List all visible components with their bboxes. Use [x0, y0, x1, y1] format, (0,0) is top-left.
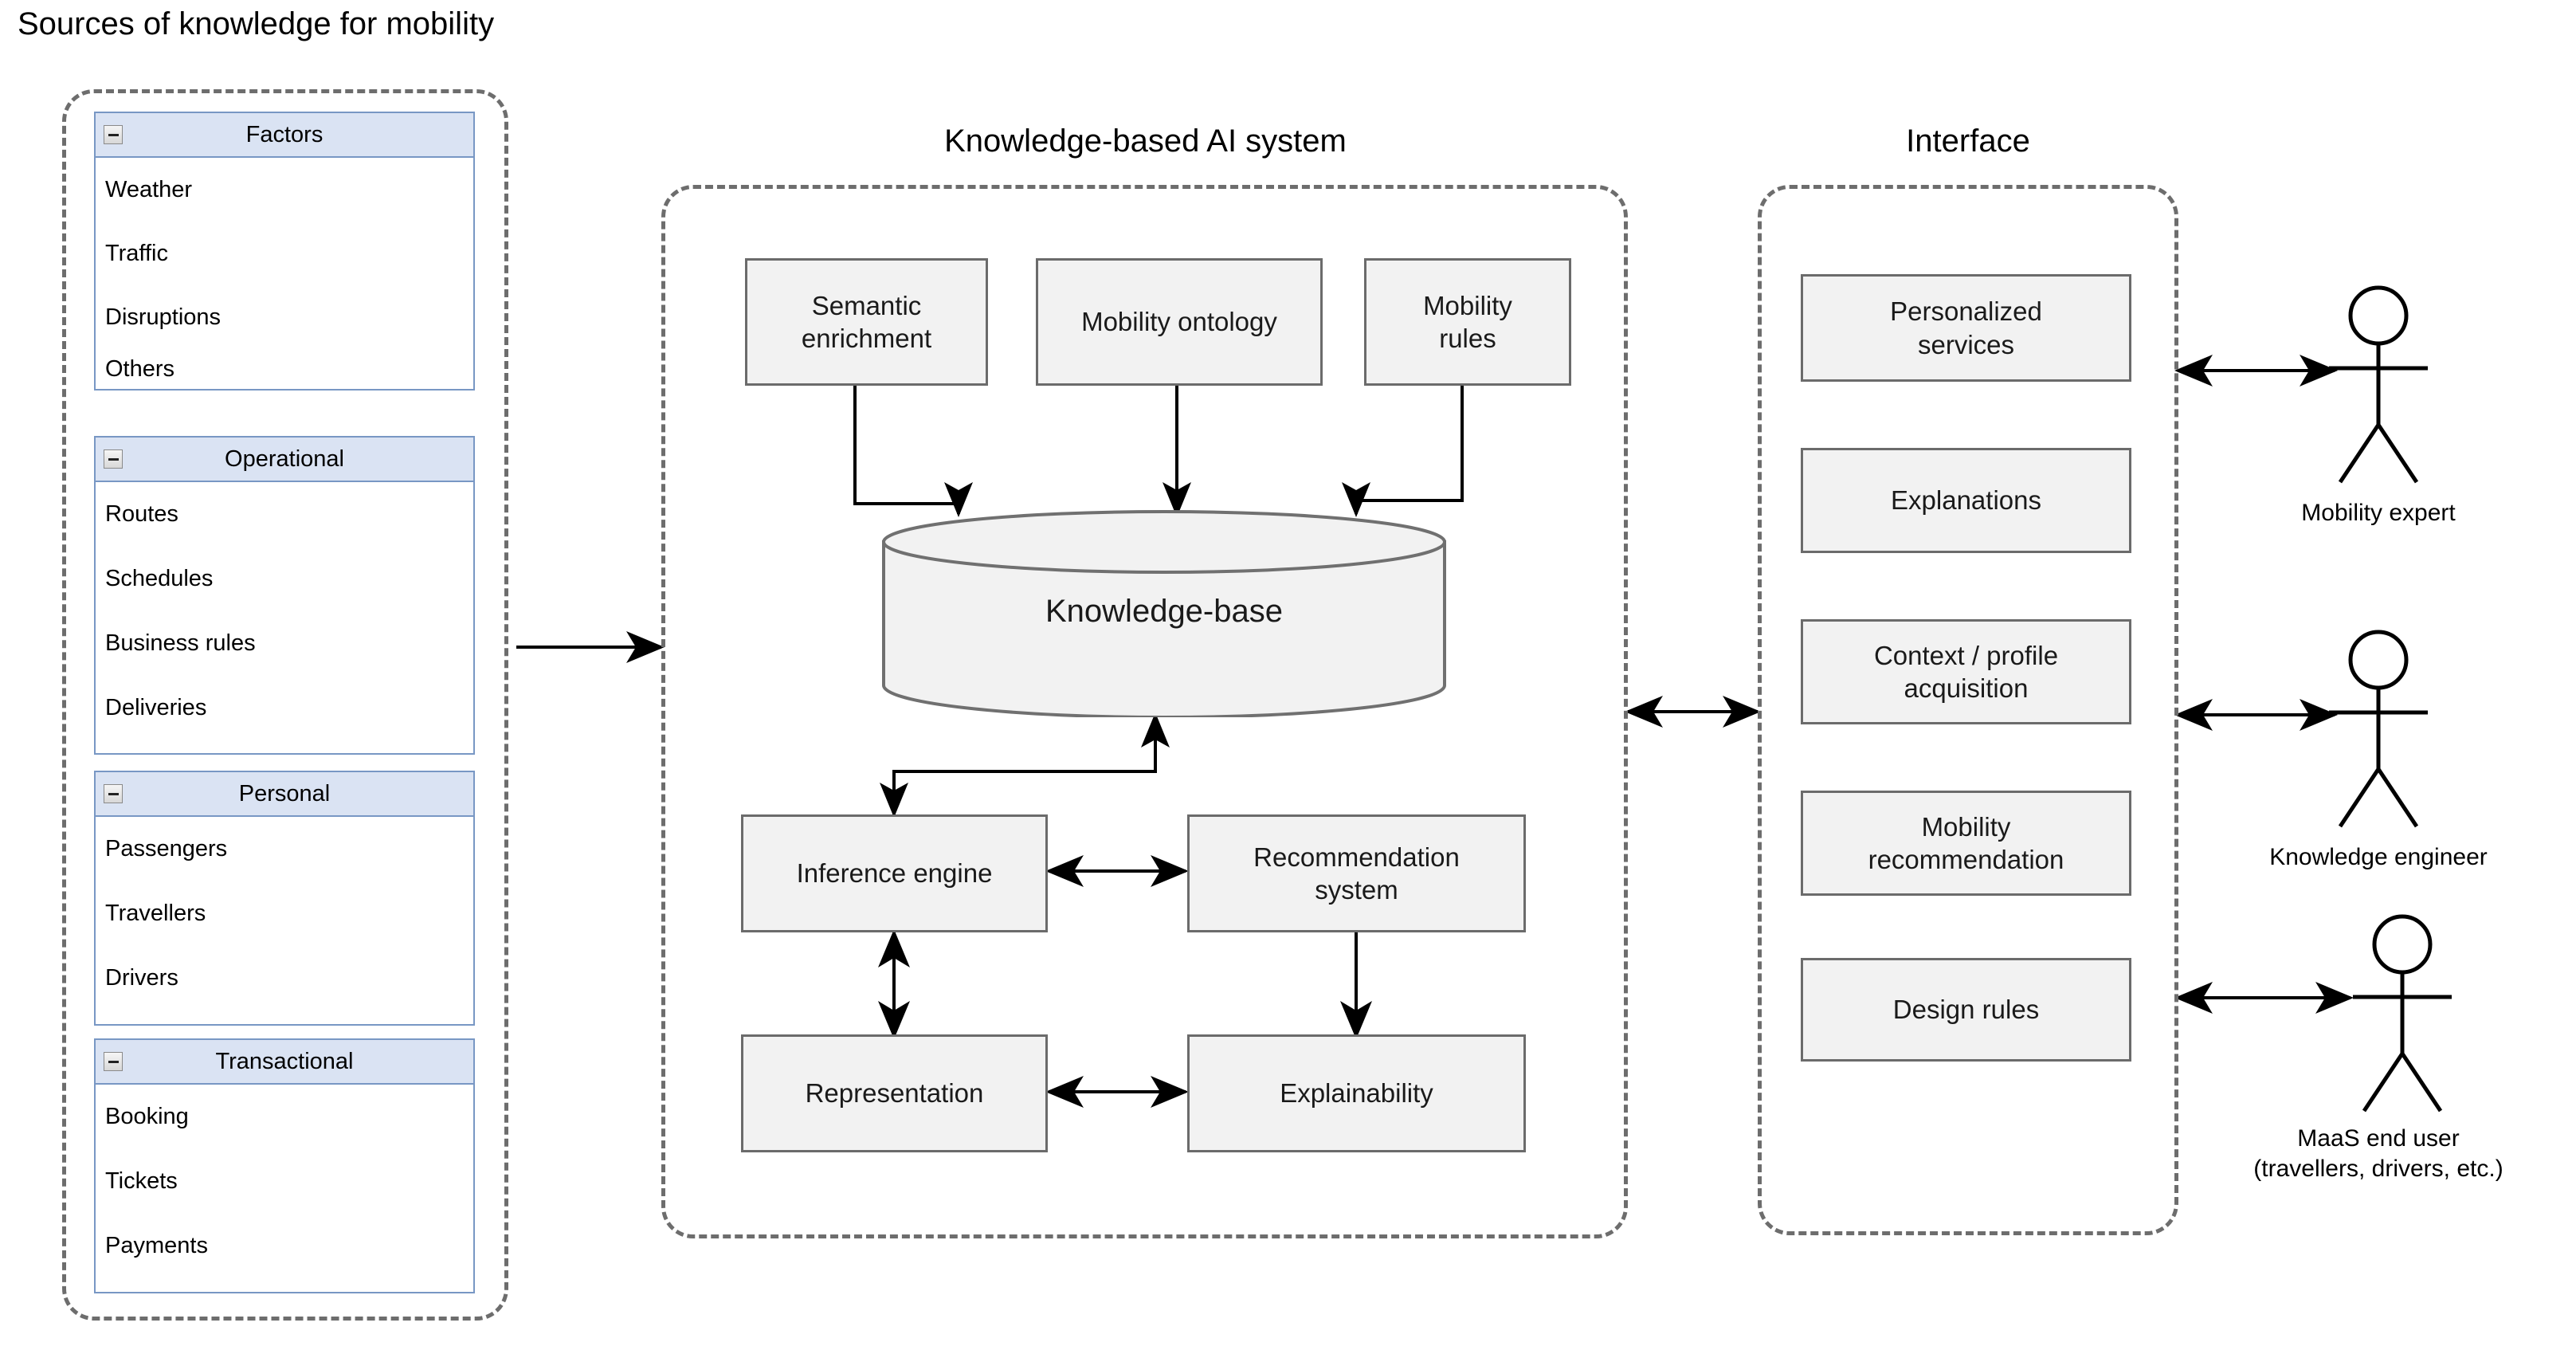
list-item[interactable]: Disruptions — [105, 304, 222, 330]
list-item[interactable]: Tickets — [105, 1168, 178, 1194]
representation-label: Representation — [805, 1078, 984, 1109]
explanations-label: Explanations — [1891, 485, 2041, 516]
source-panel-factors[interactable]: Factors Weather Traffic Disruptions Othe… — [94, 112, 475, 391]
actor-label-maas-end-user: MaaS end user(travellers, drivers, etc.) — [2253, 1125, 2503, 1182]
source-panel-header-personal[interactable]: Personal — [96, 772, 473, 817]
sources-container — [62, 89, 508, 1321]
list-item[interactable]: Booking — [105, 1104, 189, 1129]
collapse-minus-icon[interactable] — [104, 125, 123, 144]
list-item[interactable]: Passengers — [105, 836, 228, 861]
list-item[interactable]: Travellers — [105, 901, 206, 926]
source-panel-operational[interactable]: Operational Routes Schedules Business ru… — [94, 436, 475, 755]
list-item[interactable]: Deliveries — [105, 695, 207, 720]
source-panel-title: Factors — [245, 121, 323, 147]
collapse-minus-icon[interactable] — [104, 784, 123, 803]
explainability-label: Explainability — [1280, 1078, 1433, 1109]
list-item[interactable]: Traffic — [105, 240, 168, 266]
source-panel-header-transactional[interactable]: Transactional — [96, 1040, 473, 1085]
list-item[interactable]: Payments — [105, 1233, 208, 1258]
list-item[interactable]: Routes — [105, 501, 178, 527]
interface-section-caption: Interface — [1906, 124, 2030, 159]
ai-system-section-caption: Knowledge-based AI system — [944, 124, 1347, 159]
interface-container — [1758, 185, 2178, 1235]
source-panel-body-operational: Routes Schedules Business rules Deliveri… — [96, 482, 473, 740]
design-rules-label: Design rules — [1892, 995, 2040, 1025]
list-item[interactable]: Drivers — [105, 965, 178, 991]
actor-label-knowledge-engineer: Knowledge engineer — [2269, 844, 2488, 870]
source-panel-title: Transactional — [215, 1048, 354, 1074]
source-panel-body-factors: Weather Traffic Disruptions Others — [96, 158, 473, 389]
design-rules-box[interactable]: Design rules — [1801, 958, 2131, 1062]
representation-box[interactable]: Representation — [741, 1034, 1048, 1152]
stick-figure-icon-maas-end-user — [2353, 914, 2452, 1113]
explainability-box[interactable]: Explainability — [1187, 1034, 1526, 1152]
sources-section-caption: Sources of knowledge for mobility — [18, 6, 495, 41]
mobility-ontology-label: Mobility ontology — [1081, 307, 1277, 337]
list-item[interactable]: Business rules — [105, 630, 256, 656]
stick-figure-icon-knowledge-engineer — [2329, 630, 2428, 828]
ai-system-container — [661, 185, 1628, 1238]
actor-label-mobility-expert: Mobility expert — [2301, 500, 2456, 526]
list-item[interactable]: Weather — [105, 176, 193, 202]
knowledge-base-datastore[interactable]: Knowledge-base — [880, 510, 1448, 719]
collapse-minus-icon[interactable] — [104, 449, 123, 469]
mobility-ontology-box[interactable]: Mobility ontology — [1036, 258, 1323, 386]
knowledge-base-label: Knowledge-base — [1045, 594, 1283, 629]
source-panel-title: Operational — [225, 445, 344, 472]
stick-figure-icon-mobility-expert — [2329, 285, 2428, 484]
source-panel-personal[interactable]: Personal Passengers Travellers Drivers — [94, 771, 475, 1026]
source-panel-header-factors[interactable]: Factors — [96, 113, 473, 158]
source-panel-transactional[interactable]: Transactional Booking Tickets Payments — [94, 1038, 475, 1293]
cylinder-shape — [882, 510, 1446, 719]
source-panel-body-transactional: Booking Tickets Payments — [96, 1085, 473, 1278]
source-panel-header-operational[interactable]: Operational — [96, 438, 473, 482]
list-item[interactable]: Others — [105, 355, 175, 382]
collapse-minus-icon[interactable] — [104, 1052, 123, 1071]
explanations-box[interactable]: Explanations — [1801, 448, 2131, 553]
source-panel-body-personal: Passengers Travellers Drivers — [96, 817, 473, 1011]
inference-engine-label: Inference engine — [796, 858, 993, 889]
list-item[interactable]: Schedules — [105, 566, 214, 591]
inference-engine-box[interactable]: Inference engine — [741, 814, 1048, 932]
source-panel-title: Personal — [238, 780, 331, 807]
